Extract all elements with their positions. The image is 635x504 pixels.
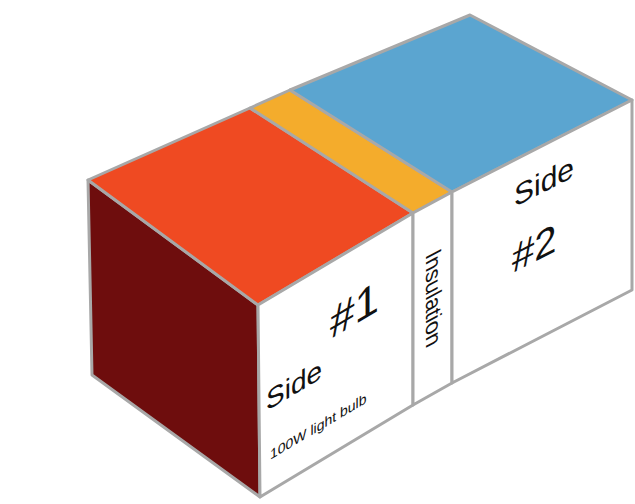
side2-front: [452, 100, 632, 383]
side-label: Side: [266, 355, 322, 416]
side1-front: [258, 213, 413, 497]
side-label: Side: [514, 152, 574, 213]
insulation-face: Insulation: [413, 192, 452, 405]
insulation-front: [413, 192, 452, 405]
side-number: #1: [330, 273, 379, 346]
insulation-label: Insulation: [422, 246, 444, 352]
side-number: #2: [512, 217, 557, 280]
